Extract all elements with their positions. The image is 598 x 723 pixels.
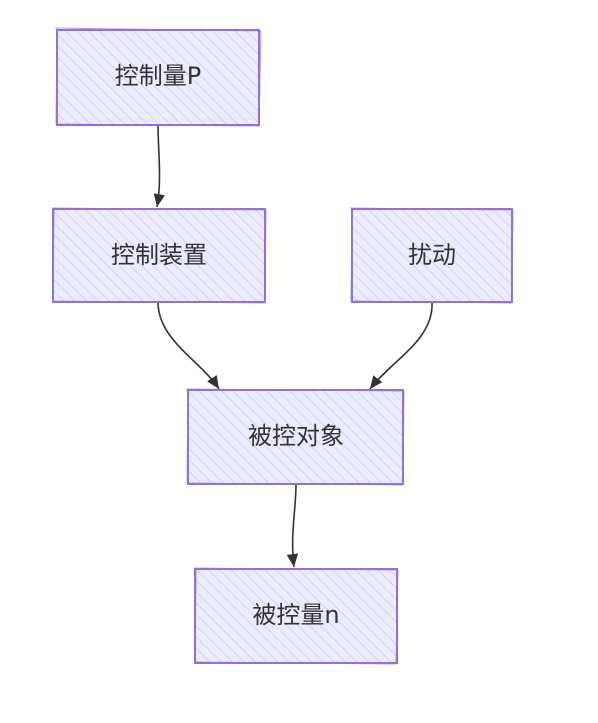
edge-controller-to-plant — [157, 301, 220, 390]
node-control-p-label: 控制量P — [115, 62, 201, 90]
node-controller-label: 控制装置 — [111, 241, 207, 269]
node-disturbance-label: 扰动 — [408, 241, 456, 269]
node-controller[interactable]: 控制装置 — [51, 207, 267, 304]
edges — [153, 124, 433, 568]
edge-disturbance-to-plant — [369, 301, 433, 390]
node-control-p[interactable]: 控制量P — [54, 27, 262, 127]
node-output-n-label: 被控量n — [252, 601, 339, 629]
edge-control-p-to-controller — [153, 124, 166, 208]
node-plant-label: 被控对象 — [248, 422, 344, 450]
node-plant[interactable]: 被控对象 — [185, 388, 405, 486]
node-disturbance[interactable]: 扰动 — [349, 207, 514, 304]
edge-plant-to-output — [286, 483, 299, 568]
node-output-n[interactable]: 被控量n — [193, 567, 399, 665]
